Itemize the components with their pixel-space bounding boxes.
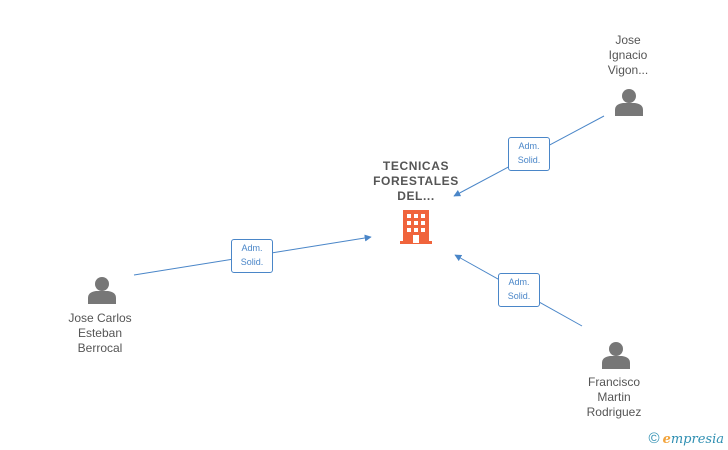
person-name-jose-carlos[interactable]: Jose Carlos Esteban Berrocal	[68, 311, 132, 355]
person-icon[interactable]	[614, 88, 644, 116]
brand-initial: e	[662, 432, 671, 447]
brand-name: mpresia	[670, 432, 724, 447]
company-name[interactable]: TECNICAS FORESTALES DEL...	[373, 159, 459, 203]
relation-label-jose-carlos[interactable]: Adm. Solid.	[231, 239, 273, 273]
person-icon[interactable]	[87, 276, 117, 304]
relation-label-francisco[interactable]: Adm. Solid.	[498, 273, 540, 307]
copyright-symbol: ©	[648, 430, 660, 447]
person-icon[interactable]	[601, 341, 631, 369]
relation-label-jose-ignacio[interactable]: Adm. Solid.	[508, 137, 550, 171]
brand-watermark: ©empresia	[649, 430, 724, 447]
building-icon[interactable]	[400, 209, 432, 245]
person-name-francisco[interactable]: Francisco Martin Rodriguez	[586, 375, 642, 419]
person-name-jose-ignacio[interactable]: Jose Ignacio Vigon...	[607, 33, 649, 77]
